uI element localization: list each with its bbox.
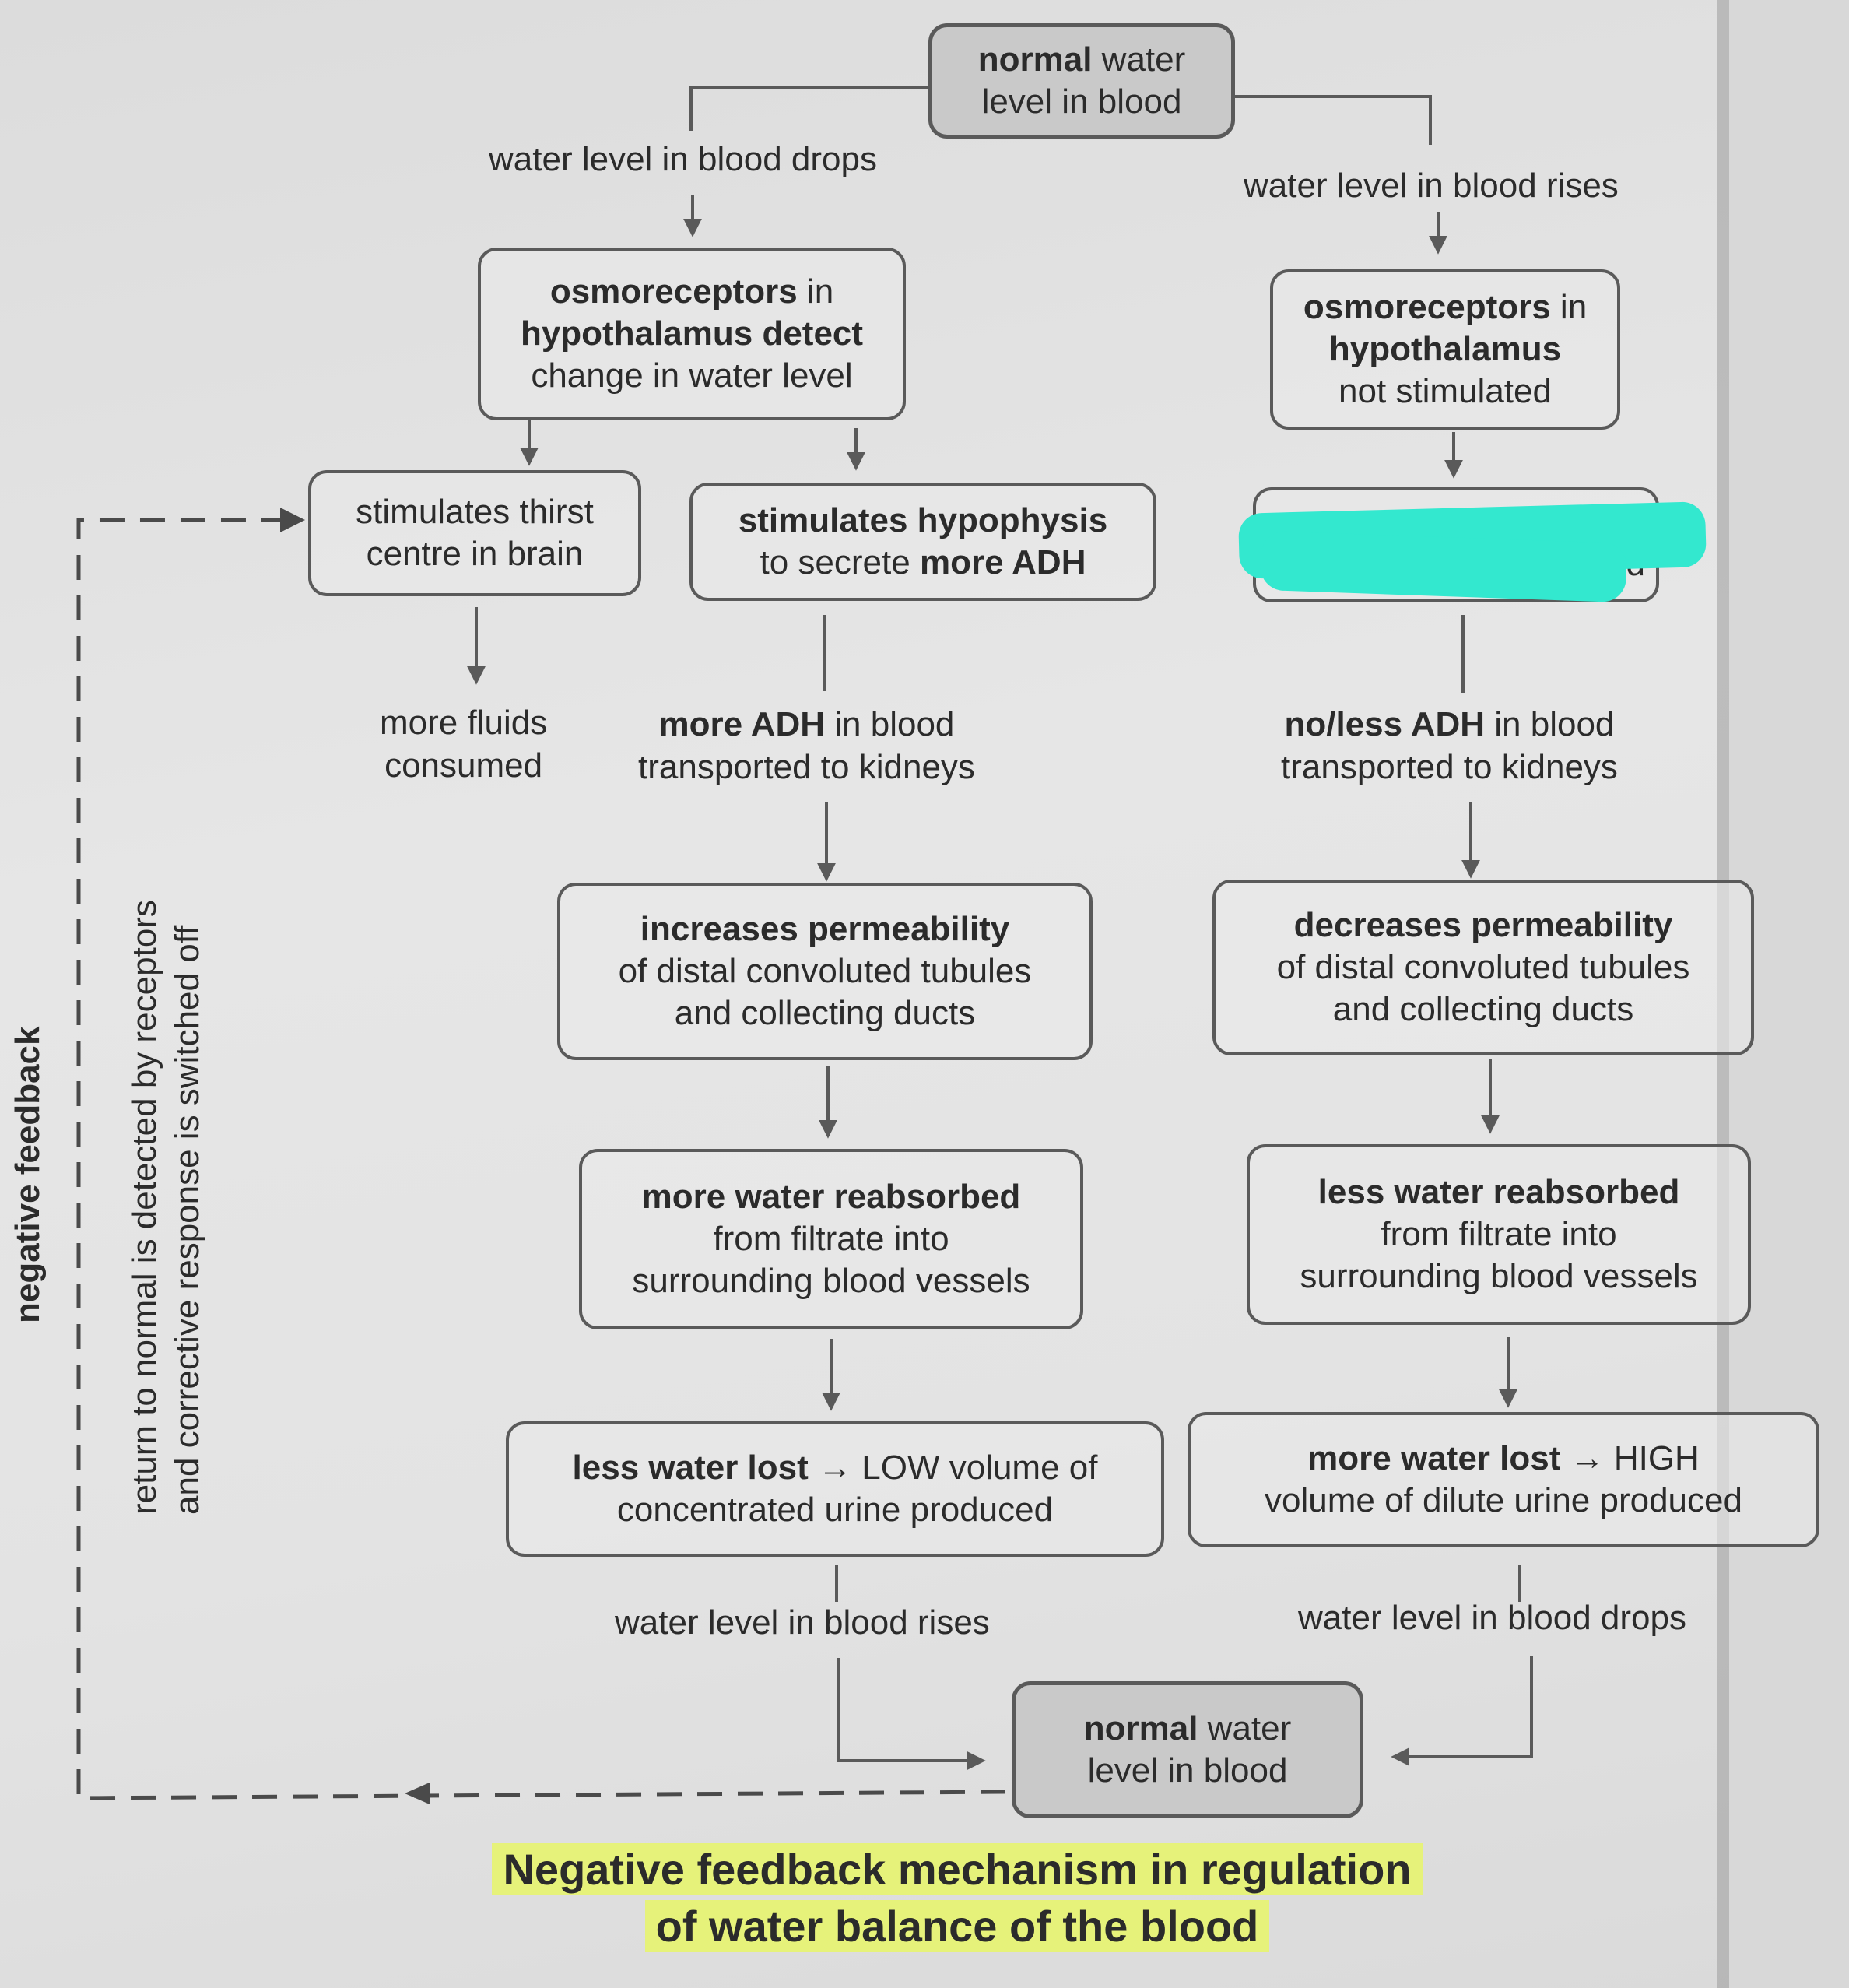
left-adh-line2: transported to kidneys — [638, 747, 975, 786]
right-perm-line3: and collecting ducts — [1332, 989, 1634, 1028]
right-reab-line1: less water reabsorbed — [1317, 1173, 1680, 1212]
right-urine-bold: more water lost — [1307, 1439, 1561, 1478]
bottom-box-line2: level in blood — [1087, 1751, 1288, 1790]
left-adh-rest: in blood — [825, 705, 955, 743]
left-osmo-line1-bold: osmoreceptors — [549, 272, 798, 311]
left-urine-bold: less water lost — [572, 1449, 809, 1487]
fluids-line2: consumed — [384, 746, 543, 785]
left-perm-line2: of distal convoluted tubules — [618, 952, 1032, 991]
left-perm-line3: and collecting ducts — [674, 993, 976, 1032]
negative-feedback-side-label: negative feedback — [9, 1026, 47, 1324]
bottom-box-bold: normal — [1083, 1709, 1198, 1748]
feedback-loop-line — [76, 518, 1006, 1800]
top-box-bold: normal — [977, 40, 1093, 79]
right-urine-rest: → HIGH — [1560, 1439, 1700, 1478]
left-urine-box: less water lost → LOW volume of concentra… — [506, 1421, 1164, 1557]
left-osmo-line1-rest: in — [797, 272, 834, 311]
left-perm-line1: increases permeability — [640, 910, 1010, 949]
right-adh-rest: in blood — [1485, 705, 1615, 743]
feedback-line1: return to normal is detected by receptor… — [125, 900, 163, 1515]
feedback-line2: and corrective response is switched off — [168, 925, 206, 1515]
bottom-box-rest: water — [1198, 1709, 1292, 1748]
thirst-line2: centre in brain — [366, 535, 584, 573]
right-trigger-label: water level in blood rises — [1244, 167, 1619, 205]
figure-caption: Negative feedback mechanism in regulatio… — [467, 1842, 1447, 1955]
left-osmo-line2: hypothalamus detect — [520, 314, 864, 353]
right-urine-line2: volume of dilute urine produced — [1265, 1481, 1742, 1519]
top-box-rest: water — [1092, 40, 1186, 79]
right-osmo-line2: hypothalamus — [1328, 330, 1562, 369]
thirst-line1: stimulates thirst — [356, 493, 594, 532]
fluids-consumed-label: more fluids consumed — [380, 702, 547, 787]
right-adh-blood-label: no/less ADH in blood transported to kidne… — [1281, 704, 1618, 789]
left-reab-line1: more water reabsorbed — [641, 1178, 1021, 1217]
fluids-line1: more fluids — [380, 704, 548, 742]
left-urine-line2: concentrated urine produced — [616, 1491, 1054, 1529]
feedback-explanation: return to normal is detected by receptor… — [123, 900, 209, 1515]
caption-line2: of water balance of the blood — [644, 1899, 1270, 1952]
right-reab-line3: surrounding blood vessels — [1300, 1256, 1698, 1295]
connector-top-right — [1233, 95, 1432, 145]
left-urine-rest: → LOW volume of — [808, 1449, 1098, 1487]
right-perm-line1: decreases permeability — [1293, 906, 1673, 945]
arrow-result-bottom-right — [1391, 1656, 1533, 1766]
arrow-result-bottom-left — [837, 1658, 986, 1770]
hypophysis-line2-bold: more ADH — [919, 543, 1086, 581]
feedback-arrow-left — [405, 1783, 430, 1804]
left-osmo-line3: change in water level — [531, 356, 853, 395]
top-normal-water-box: normal water level in blood — [928, 23, 1235, 139]
caption-line1: Negative feedback mechanism in regulatio… — [492, 1843, 1423, 1895]
hypophysis-line1: stimulates hypophysis — [738, 501, 1108, 540]
left-reab-line3: surrounding blood vessels — [632, 1261, 1030, 1300]
left-adh-bold: more ADH — [658, 705, 826, 743]
right-osmo-line1-rest: in — [1550, 288, 1588, 327]
right-result-label: water level in blood drops — [1298, 1599, 1686, 1637]
right-osmo-line1-bold: osmoreceptors — [1303, 288, 1551, 327]
feedback-arrow-up — [280, 508, 305, 532]
left-adh-blood-label: more ADH in blood transported to kidneys — [638, 704, 975, 789]
left-trigger-label: water level in blood drops — [489, 140, 877, 178]
right-adh-bold: no/less ADH — [1284, 705, 1486, 743]
right-perm-line2: of distal convoluted tubules — [1276, 948, 1690, 987]
right-adh-line2: transported to kidneys — [1281, 747, 1618, 786]
left-result-label: water level in blood rises — [615, 1603, 990, 1642]
left-reab-line2: from filtrate into — [713, 1220, 949, 1259]
right-osmo-line3: not stimulated — [1339, 371, 1552, 410]
hypophysis-line2-pre: to secrete — [760, 543, 920, 581]
right-reab-line2: from filtrate into — [1381, 1215, 1617, 1254]
connector-top-left — [689, 86, 930, 131]
top-box-line2: level in blood — [981, 83, 1182, 121]
